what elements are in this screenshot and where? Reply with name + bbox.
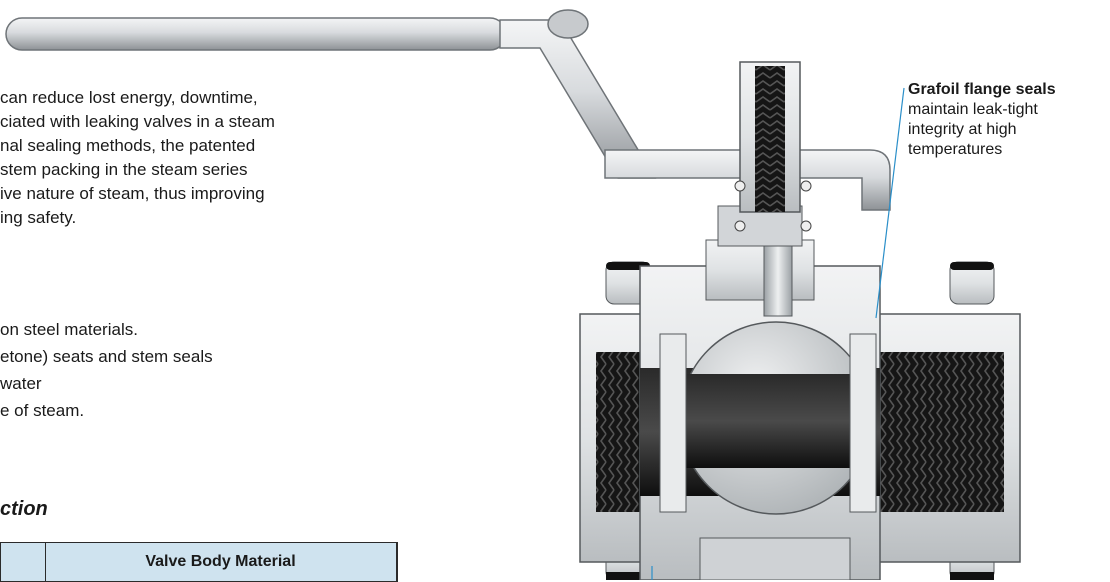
callout-leader-line (875, 87, 905, 319)
callout-description: maintain leak-tight (908, 101, 1038, 118)
table-header-cell: Valve Body Material (145, 553, 296, 570)
callout-description: temperatures (908, 141, 1003, 158)
feature-item: etone) seats and stem seals (0, 347, 213, 366)
table-header-row: Valve Body Material (0, 542, 398, 582)
intro-paragraph: can reduce lost energy, downtime, ciated… (0, 86, 520, 230)
feature-item: on steel materials. (0, 320, 138, 339)
callout-description: integrity at high (908, 121, 1017, 138)
intro-line: ive nature of steam, thus improving (0, 184, 265, 203)
valve-handle (5, 9, 891, 211)
section-heading: ction (0, 498, 48, 520)
feature-list: on steel materials. etone) seats and ste… (0, 316, 213, 424)
intro-line: stem packing in the steam series (0, 160, 248, 179)
callout-title: Grafoil flange seals (908, 81, 1056, 98)
intro-line: ing safety. (0, 208, 77, 227)
table-column-divider (45, 543, 46, 581)
flow-bore (640, 321, 880, 580)
intro-line: ciated with leaking valves in a steam (0, 112, 275, 131)
intro-line: can reduce lost energy, downtime, (0, 88, 258, 107)
grafoil-seals-callout: Grafoil flange seals maintain leak-tight… (908, 80, 1108, 160)
feature-item: e of steam. (0, 401, 85, 420)
feature-item: water (0, 374, 42, 393)
intro-line: nal sealing methods, the patented (0, 136, 256, 155)
